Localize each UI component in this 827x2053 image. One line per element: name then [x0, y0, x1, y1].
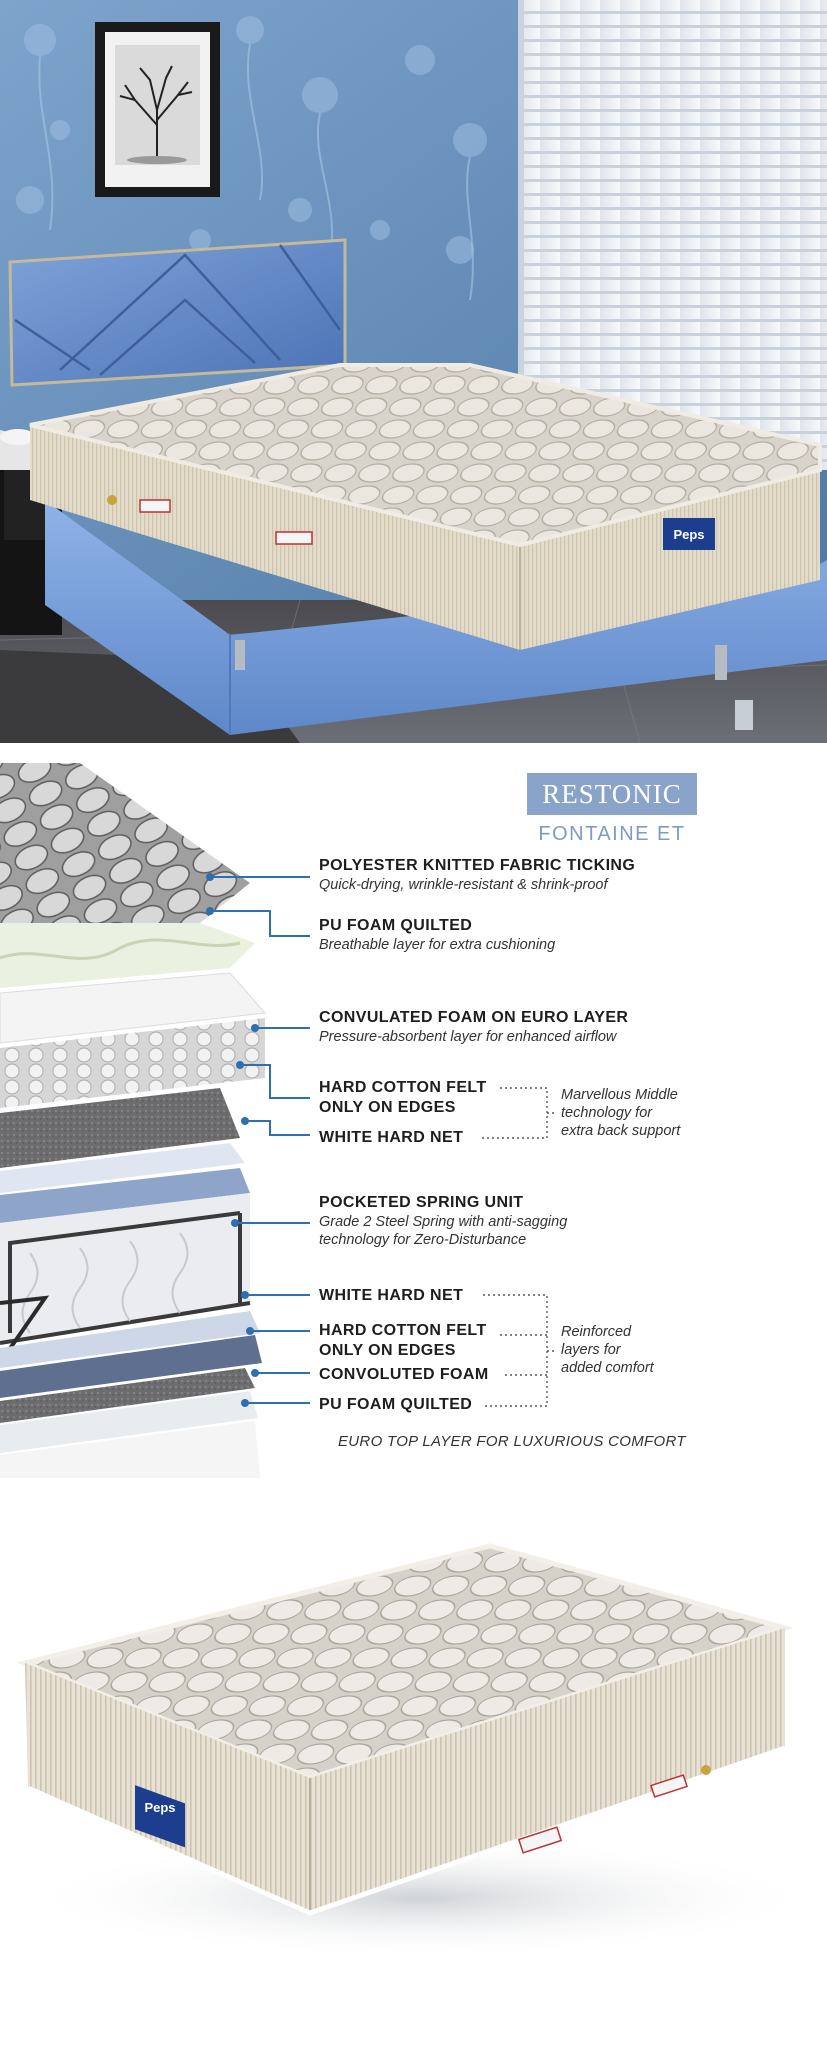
layer-title: CONVULATED FOAM ON EURO LAYER — [319, 1009, 629, 1026]
bedroom-photo: Peps — [0, 0, 827, 743]
layer-label-spring-unit: POCKETED SPRING UNIT Grade 2 Steel Sprin… — [319, 1193, 567, 1249]
model-name: FONTAINE ET — [538, 823, 686, 845]
layer-label-felt-bottom: HARD COTTON FELT ONLY ON EDGES — [319, 1321, 487, 1361]
layers-infographic: RESTONIC FONTAINE ET POLYESTER KNITTED F… — [0, 743, 827, 1478]
layer-label-pu-foam-top: PU FOAM QUILTED Breathable layer for ext… — [319, 916, 555, 954]
layer-title: HARD COTTON FELT — [319, 1322, 487, 1339]
brand-logo: RESTONIC — [527, 773, 697, 815]
layer-desc: Pressure-absorbent layer for enhanced ai… — [319, 1029, 617, 1045]
layer-title: CONVOLUTED FOAM — [319, 1366, 489, 1383]
layer-label-net-top: WHITE HARD NET — [319, 1128, 463, 1148]
layer-label-pu-foam-bottom: PU FOAM QUILTED — [319, 1395, 472, 1415]
layer-label-convoluted-euro: CONVULATED FOAM ON EURO LAYER Pressure-a… — [319, 1008, 628, 1046]
layer-title: PU FOAM QUILTED — [319, 917, 473, 934]
brand-badge-text: Peps — [144, 1800, 175, 1815]
layer-desc-line2: technology for Zero-Disturbance — [319, 1232, 527, 1248]
layer-title: HARD COTTON FELT — [319, 1079, 487, 1096]
layer-label-felt-top: HARD COTTON FELT ONLY ON EDGES — [319, 1078, 487, 1118]
layer-title-line2: ONLY ON EDGES — [319, 1099, 456, 1116]
layer-desc: Quick-drying, wrinkle-resistant & shrink… — [319, 877, 608, 893]
middle-technology-note: Marvellous Middle technology for extra b… — [561, 1087, 681, 1139]
brand-badge-text: Peps — [673, 527, 704, 542]
layers-illustration — [0, 763, 556, 1478]
layer-title: POLYESTER KNITTED FABRIC TICKING — [319, 857, 636, 874]
layer-title: WHITE HARD NET — [319, 1129, 464, 1146]
layer-label-convoluted-foam: CONVOLUTED FOAM — [319, 1365, 489, 1385]
layer-label-net-bottom: WHITE HARD NET — [319, 1286, 463, 1306]
reinforced-layers-note: Reinforced layers for added comfort — [561, 1324, 654, 1376]
layer-title: PU FOAM QUILTED — [319, 1396, 473, 1413]
mattress-product-shot: Peps — [0, 1478, 827, 2053]
layer-title: POCKETED SPRING UNIT — [319, 1194, 524, 1211]
layer-label-ticking: POLYESTER KNITTED FABRIC TICKING Quick-d… — [319, 856, 635, 894]
layer-desc: Breathable layer for extra cushioning — [319, 937, 556, 953]
euro-top-footer: EURO TOP LAYER FOR LUXURIOUS COMFORT — [338, 1433, 686, 1450]
layer-title-line2: ONLY ON EDGES — [319, 1342, 456, 1359]
layer-title: WHITE HARD NET — [319, 1287, 464, 1304]
layer-desc: Grade 2 Steel Spring with anti-sagging — [319, 1214, 568, 1230]
